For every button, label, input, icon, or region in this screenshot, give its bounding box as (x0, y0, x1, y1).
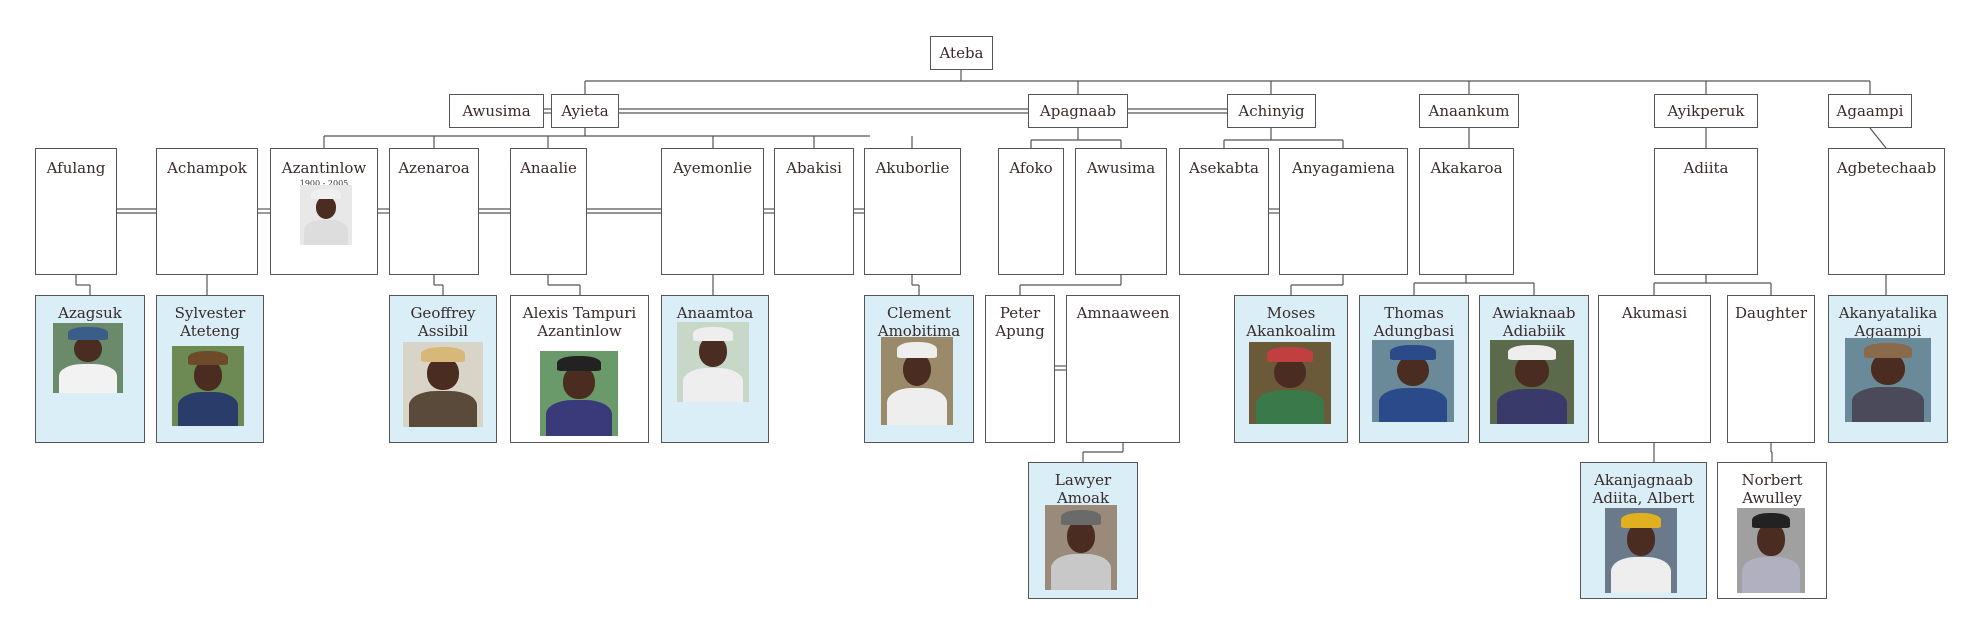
person-name: Lawyer Amoak (1054, 471, 1112, 507)
person-name: Alexis Tampuri Azantinlow (522, 304, 637, 340)
person-name: Ayikperuk (1667, 102, 1745, 120)
person-box-anyagamiena: Anyagamiena (1279, 148, 1408, 275)
person-box-daughter: Daughter (1727, 295, 1815, 443)
person-name: Clement Amobitima (877, 304, 961, 340)
person-name: Moses Akankoalim (1246, 304, 1336, 340)
person-name: Akakaroa (1430, 159, 1503, 177)
portrait-photo-azagsuk (53, 323, 123, 393)
person-name: Agbetechaab (1836, 159, 1937, 177)
portrait-photo-akanyatalika (1845, 338, 1931, 422)
person-box-anaankum: Anaankum (1419, 94, 1519, 128)
person-box-amnaaween: Amnaaween (1066, 295, 1180, 443)
person-name: Akumasi (1621, 304, 1688, 322)
portrait-photo-geoffrey (403, 342, 483, 427)
person-box-anaalie: Anaalie (510, 148, 587, 275)
person-name: Afulang (46, 159, 106, 177)
person-name: Azenaroa (398, 159, 470, 177)
connector-line-32 (1869, 127, 1887, 149)
portrait-photo-azantinlow (300, 185, 352, 245)
portrait-photo-awiaknaab (1490, 340, 1574, 424)
person-box-azenaroa: Azenaroa (389, 148, 479, 275)
person-box-apagnaab: Apagnaab (1028, 94, 1128, 128)
life-dates: 1900 - 2005 (299, 179, 349, 188)
person-box-peter: Peter Apung (985, 295, 1055, 443)
person-name: Achampok (167, 159, 247, 177)
portrait-photo-anaamtoa (677, 322, 749, 402)
person-box-akuborlie: Akuborlie (864, 148, 961, 275)
person-name: Awusima (1086, 159, 1156, 177)
person-box-ayieta: Ayieta (551, 94, 619, 128)
person-box-agbetechaab: Agbetechaab (1828, 148, 1945, 275)
person-box-asekabta: Asekabta (1179, 148, 1269, 275)
person-name: Anaankum (1428, 102, 1510, 120)
person-box-abakisi: Abakisi (774, 148, 854, 275)
person-name: Anaamtoa (676, 304, 754, 322)
portrait-photo-sylvester (172, 346, 244, 426)
portrait-photo-alexis (540, 351, 618, 436)
person-box-ayikperuk: Ayikperuk (1654, 94, 1758, 128)
person-name: Sylvester Ateteng (174, 304, 246, 340)
person-box-azantinlow: Azantinlow 1900 - 2005 (270, 148, 378, 275)
person-box-akakaroa: Akakaroa (1419, 148, 1514, 275)
person-name: Agaampi (1836, 102, 1904, 120)
portrait-photo-moses (1249, 342, 1331, 424)
person-name: Apagnaab (1039, 102, 1117, 120)
portrait-photo-lawyer (1045, 505, 1117, 590)
person-name: Akuborlie (875, 159, 950, 177)
person-box-awusima-g1: Awusima (449, 94, 544, 128)
person-name: Azantinlow (281, 159, 367, 177)
person-name: Ateba (939, 44, 984, 62)
person-box-afulang: Afulang (35, 148, 117, 275)
person-box-awusima-g2: Awusima (1075, 148, 1167, 275)
person-name: Amnaaween (1076, 304, 1170, 322)
person-name: Afoko (1009, 159, 1053, 177)
portrait-photo-clement (881, 337, 953, 425)
person-box-agaampi: Agaampi (1828, 94, 1912, 128)
person-name: Peter Apung (995, 304, 1045, 340)
person-box-adiita: Adiita (1654, 148, 1758, 275)
person-name: Geoffrey Assibil (410, 304, 476, 340)
person-name: Ayemonlie (673, 159, 752, 177)
person-box-achampok: Achampok (156, 148, 258, 275)
person-name: Akanjagnaab Adiita, Albert (1592, 471, 1695, 507)
person-name: Adiita (1683, 159, 1729, 177)
portrait-photo-norbert (1737, 508, 1805, 593)
person-name: Anyagamiena (1292, 159, 1395, 177)
person-box-achinyig: Achinyig (1227, 94, 1316, 128)
person-name: Abakisi (786, 159, 842, 177)
person-name: Norbert Awulley (1741, 471, 1803, 507)
person-box-ayemonlie: Ayemonlie (661, 148, 764, 275)
person-name: Awusima (462, 102, 531, 120)
portrait-photo-akanjagnaab (1605, 508, 1677, 593)
person-name: Awiaknaab Adiabiik (1492, 304, 1576, 340)
person-box-afoko: Afoko (998, 148, 1064, 275)
person-name: Akanyatalika Agaampi (1838, 304, 1938, 340)
portrait-photo-thomas (1372, 340, 1454, 422)
person-name: Azagsuk (58, 304, 122, 322)
person-name: Achinyig (1238, 102, 1305, 120)
person-name: Asekabta (1188, 159, 1259, 177)
person-box-ateba: Ateba (930, 36, 993, 70)
person-name: Thomas Adungbasi (1373, 304, 1455, 340)
person-name: Ayieta (561, 102, 609, 120)
person-box-akumasi: Akumasi (1598, 295, 1711, 443)
person-name: Daughter (1735, 304, 1807, 322)
person-name: Anaalie (520, 159, 577, 177)
